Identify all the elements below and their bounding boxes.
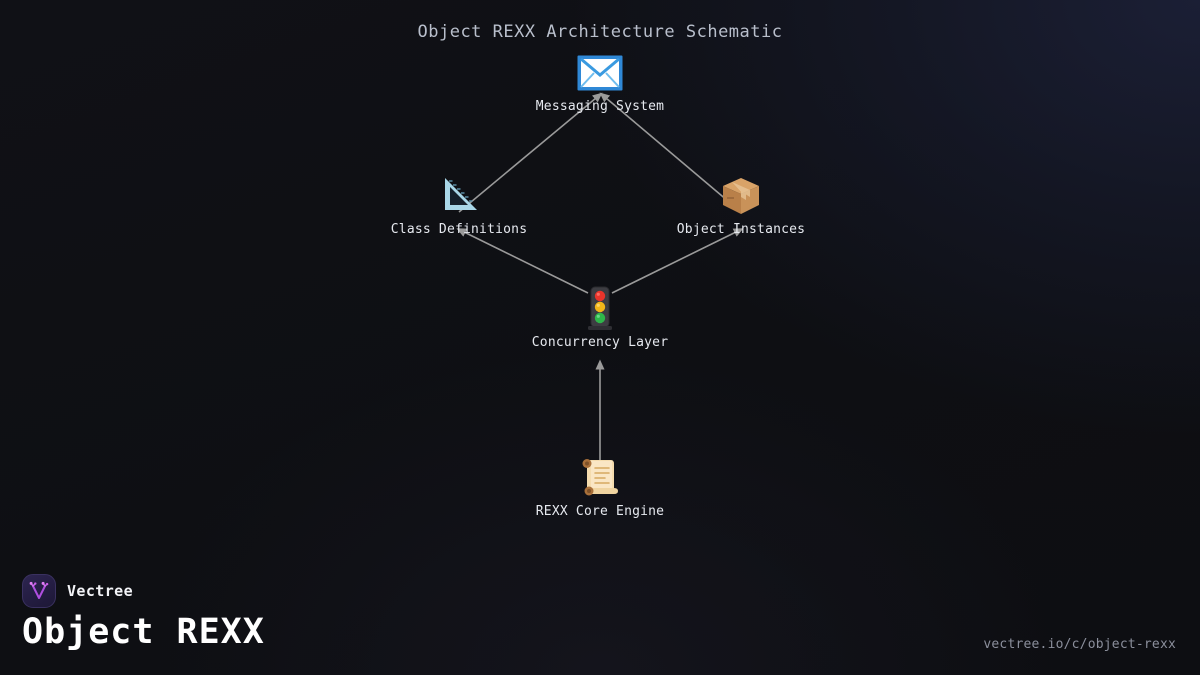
edge-concurrency-classdefs — [456, 228, 589, 294]
node-rexx-core-engine[interactable]: REXX Core Engine — [470, 455, 730, 519]
edge-concurrency-objectinst — [611, 228, 744, 294]
node-class-definitions[interactable]: Class Definitions — [329, 173, 589, 237]
node-object-instances[interactable]: Object Instances — [611, 173, 871, 237]
node-label: Object Instances — [676, 222, 806, 237]
node-label: REXX Core Engine — [535, 504, 665, 519]
edge-classdefs-messaging — [458, 92, 603, 213]
envelope-icon — [470, 50, 730, 96]
vectree-logo-icon — [22, 574, 56, 608]
traffic-light-icon — [470, 286, 730, 332]
footer-bar: Vectree Object REXX vectree.io/c/object-… — [0, 560, 1200, 675]
edge-objectinst-messaging — [599, 92, 742, 213]
footer-url: vectree.io/c/object-rexx — [983, 637, 1176, 652]
edge-layer — [456, 92, 744, 462]
diagram-title: Object REXX Architecture Schematic — [417, 22, 783, 42]
triangle-ruler-icon — [329, 173, 589, 219]
brand-row: Vectree — [22, 574, 133, 608]
node-label: Class Definitions — [390, 222, 528, 237]
node-label: Concurrency Layer — [531, 335, 669, 350]
brand-name: Vectree — [67, 582, 134, 600]
page-title: Object REXX — [22, 612, 265, 652]
package-box-icon — [611, 173, 871, 219]
node-concurrency-layer[interactable]: Concurrency Layer — [470, 286, 730, 350]
scroll-icon — [470, 455, 730, 501]
node-messaging-system[interactable]: Messaging System — [470, 50, 730, 114]
node-label: Messaging System — [535, 99, 665, 114]
